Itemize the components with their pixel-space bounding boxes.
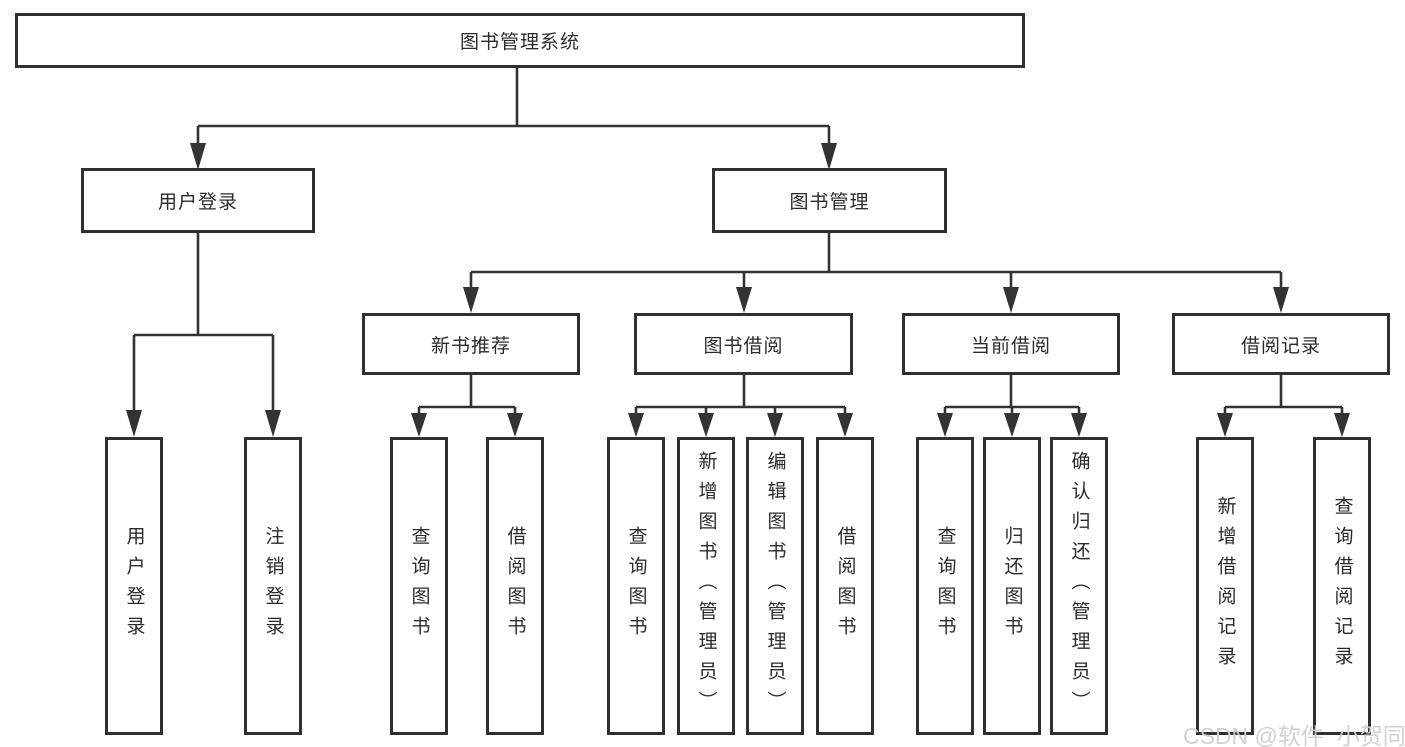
leaf-label: 查询图书 (625, 526, 647, 646)
arrowhead (837, 413, 853, 437)
leaf-label: 查询借阅记录 (1331, 496, 1353, 676)
arrowhead (628, 413, 644, 437)
leaf-query-books-recommend: 查询图书 (390, 437, 448, 735)
node-book-borrowing-label: 图书借阅 (703, 335, 784, 357)
leaf-label: 新增借阅记录 (1214, 496, 1236, 676)
leaf-label: 用户登录 (123, 526, 145, 646)
connector-borrow-record-children (1217, 375, 1350, 437)
connector-book-mgmt-to-level3 (463, 233, 1289, 313)
node-book-management-label: 图书管理 (789, 192, 870, 213)
leaf-confirm-return-admin: 确认归还（管理员） (1050, 437, 1108, 735)
arrowhead (1217, 413, 1233, 437)
arrowhead (821, 143, 837, 170)
node-user-login: 用户登录 (81, 168, 315, 233)
leaf-add-borrow-record: 新增借阅记录 (1196, 437, 1254, 735)
leaf-return-books: 归还图书 (983, 437, 1041, 735)
leaf-label: 编辑图书（管理员） (764, 451, 786, 721)
leaf-user-login: 用户登录 (105, 437, 163, 735)
leaf-label: 查询图书 (408, 526, 430, 646)
arrowhead (698, 413, 714, 437)
node-root: 图书管理系统 (15, 13, 1025, 68)
node-root-label: 图书管理系统 (459, 32, 580, 53)
leaf-label: 新增图书（管理员） (695, 451, 717, 721)
leaf-query-borrow-record: 查询借阅记录 (1313, 437, 1371, 735)
node-current-borrowing-label: 当前借阅 (970, 335, 1051, 357)
connector-user-login-children (126, 233, 281, 437)
csdn-watermark: CSDN @软件_小贺同学 (1183, 723, 1405, 747)
leaf-query-books-current: 查询图书 (916, 437, 974, 735)
leaf-logout: 注销登录 (244, 437, 302, 735)
arrowhead (736, 287, 752, 313)
leaf-borrow-books-recommend: 借阅图书 (486, 437, 544, 735)
connector-new-book-children (411, 375, 523, 437)
arrowhead (411, 413, 427, 437)
arrowhead (1273, 287, 1289, 313)
connector-current-borrow-children (937, 375, 1087, 437)
arrowhead (1071, 413, 1087, 437)
leaf-label: 确认归还（管理员） (1068, 451, 1090, 721)
leaf-query-books-borrowing: 查询图书 (607, 437, 665, 735)
arrowhead (265, 410, 281, 437)
arrowhead (507, 413, 523, 437)
leaf-label: 注销登录 (262, 526, 284, 646)
connector-root-to-level2 (190, 68, 837, 170)
node-current-borrowing: 当前借阅 (902, 313, 1120, 375)
leaf-add-books-admin: 新增图书（管理员） (677, 437, 735, 735)
arrowhead (1004, 413, 1020, 437)
arrowhead (190, 143, 206, 170)
node-user-login-label: 用户登录 (157, 192, 238, 213)
leaf-label: 借阅图书 (834, 526, 856, 646)
arrowhead (1003, 287, 1019, 313)
leaf-label: 查询图书 (934, 526, 956, 646)
node-book-management: 图书管理 (712, 168, 947, 233)
arrowhead (767, 413, 783, 437)
arrowhead (463, 287, 479, 313)
leaf-edit-books-admin: 编辑图书（管理员） (746, 437, 804, 735)
node-borrowing-records: 借阅记录 (1172, 313, 1390, 375)
node-new-book-recommend-label: 新书推荐 (430, 335, 511, 357)
node-new-book-recommend: 新书推荐 (362, 313, 580, 375)
arrowhead (1334, 413, 1350, 437)
leaf-label: 借阅图书 (504, 526, 526, 646)
arrowhead (937, 413, 953, 437)
node-book-borrowing: 图书借阅 (634, 313, 853, 375)
node-borrowing-records-label: 借阅记录 (1240, 335, 1321, 357)
leaf-label: 归还图书 (1001, 526, 1023, 646)
connector-book-borrow-children (628, 375, 853, 437)
leaf-borrow-books-borrowing: 借阅图书 (816, 437, 874, 735)
arrowhead (126, 410, 142, 437)
